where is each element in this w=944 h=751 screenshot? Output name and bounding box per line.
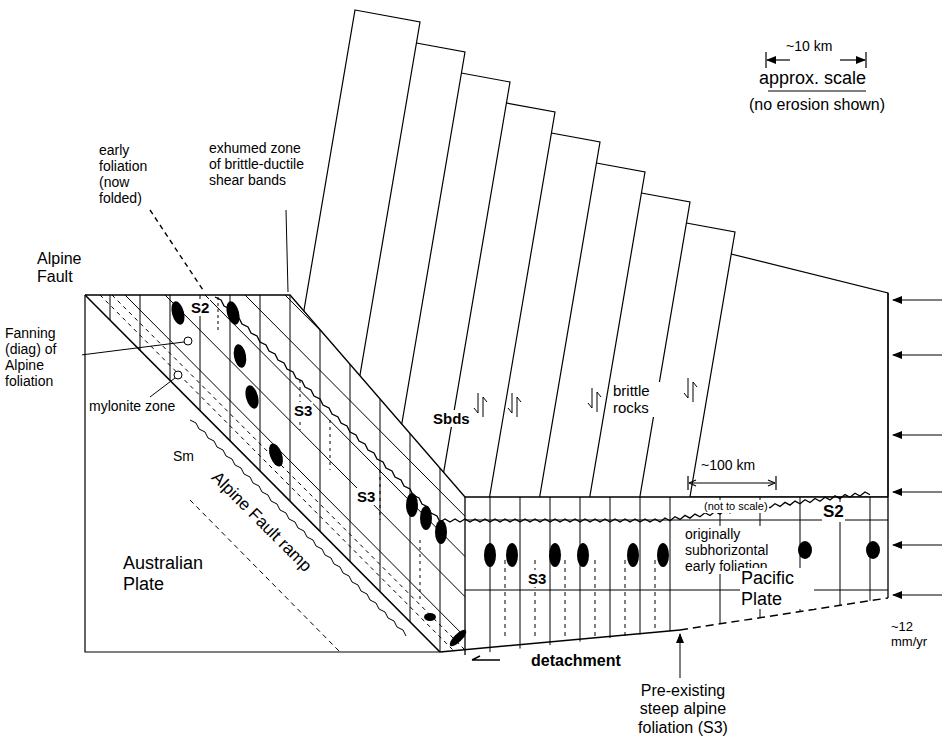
block-outline — [85, 293, 888, 655]
foliation-label: S3 — [527, 570, 547, 587]
plate-motion-arrows — [893, 300, 942, 595]
fault-name: Alpine Fault — [36, 250, 96, 287]
plate-name: Pacific Plate — [740, 568, 814, 609]
foliation-label: Sbds — [432, 410, 471, 427]
ductile-grid — [465, 497, 888, 700]
scale-note: (no erosion shown) — [748, 96, 886, 114]
dimension: ~100 km — [700, 457, 756, 473]
brittle-slabs — [253, 10, 888, 751]
rate-label: ~12 mm/yr — [890, 620, 942, 650]
leader-lines — [81, 210, 680, 678]
annotation: Pre-existing steep alpine foliation (S3) — [618, 682, 748, 737]
annotation: Fanning (diag) of Alpine foliation — [4, 325, 82, 389]
scale-label: approx. scale — [758, 68, 867, 89]
annotation: early foliation (now folded) — [98, 142, 174, 206]
dimension-note: (not to scale) — [703, 500, 769, 513]
annotation: mylonite zone — [88, 398, 176, 414]
scale-label: ~10 km — [785, 38, 833, 54]
scale-bars — [688, 52, 866, 490]
foliation-label: Sm — [172, 448, 195, 464]
foliation-label: S2 — [822, 502, 845, 522]
foliation-label: S2 — [190, 299, 210, 316]
foliation-label: S3 — [356, 488, 376, 505]
strain-ellipses — [169, 300, 880, 649]
plate-name: Australian Plate — [122, 553, 228, 594]
annotation: exhumed zone of brittle-ductile shear ba… — [208, 140, 312, 188]
rock-label: brittle rocks — [612, 382, 676, 417]
shear-sense-arrows — [474, 378, 697, 417]
structure-label: detachment — [530, 652, 622, 670]
brittle-ductile-line — [215, 297, 870, 522]
foliation-label: S3 — [293, 402, 313, 419]
